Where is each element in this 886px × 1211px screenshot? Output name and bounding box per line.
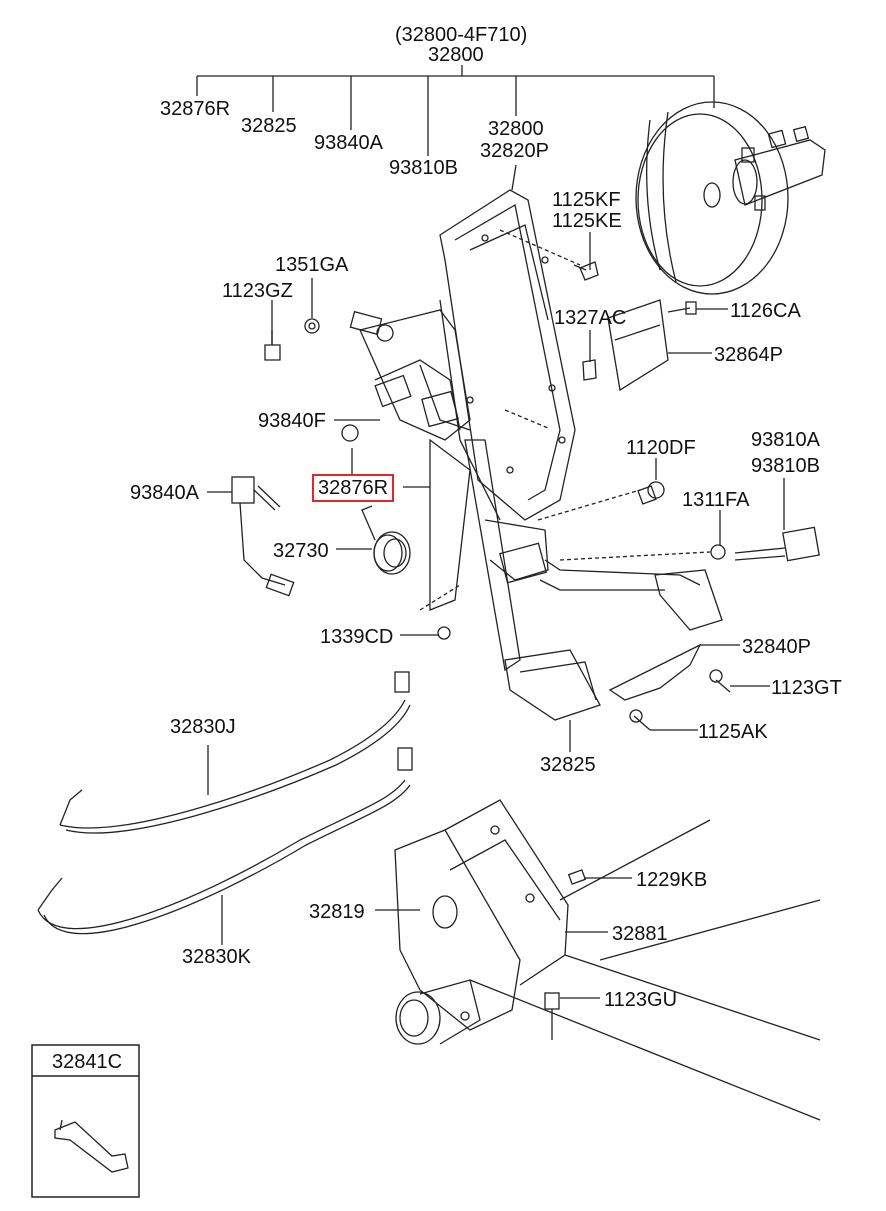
part-label-32819[interactable]: 32819 [309,901,365,923]
part-label-1351ga[interactable]: 1351GA [275,254,349,276]
part-label-1126ca[interactable]: 1126CA [730,300,801,322]
highlighted-part-label-32876r[interactable]: 32876R [312,474,395,502]
part-label-32730[interactable]: 32730 [273,540,329,562]
part-label-32820p[interactable]: 32820P [480,140,549,162]
lower-bracket [394,799,821,1121]
inset-part-label-32841c[interactable]: 32841C [52,1051,123,1073]
part-label-1339cd[interactable]: 1339CD [320,626,394,648]
return-spring [361,505,411,575]
part-label-1120df[interactable]: 1120DF [626,437,696,459]
part-label-93810b-right[interactable]: 93810B [751,455,820,477]
part-label-1327ac[interactable]: 1327AC [554,307,627,329]
assembly-code-label: (32800-4F710) [395,24,528,46]
part-label-1123gu[interactable]: 1123GU [604,989,678,1011]
brake-booster [635,101,826,295]
brake-pedal [464,439,601,721]
part-label-32864p[interactable]: 32864P [714,344,783,366]
part-label-93810b-top[interactable]: 93810B [389,157,458,179]
cables [37,671,413,935]
sensor-93840a [231,476,295,597]
leader-lines [207,164,785,999]
assembly-number-label: 32800 [428,44,484,66]
part-label-93810a[interactable]: 93810A [751,429,820,451]
part-label-1123gz[interactable]: 1123GZ [222,280,293,302]
part-label-1125ke[interactable]: 1125KE [552,210,622,232]
part-label-32876r-top[interactable]: 32876R [160,98,231,120]
inset-box [31,1044,140,1198]
part-label-93840f[interactable]: 93840F [258,410,326,432]
part-label-1229kb[interactable]: 1229KB [636,869,708,891]
part-label-32825-bottom[interactable]: 32825 [540,754,596,776]
part-label-32825-top[interactable]: 32825 [241,115,297,137]
part-label-93840a-left[interactable]: 93840A [130,482,199,504]
part-label-32830k[interactable]: 32830K [182,946,251,968]
part-label-32830j[interactable]: 32830J [170,716,236,738]
part-label-1125kf[interactable]: 1125KF [552,189,621,211]
pedal-bracket [349,189,576,611]
part-label-32840p[interactable]: 32840P [742,636,811,658]
part-label-1311fa[interactable]: 1311FA [682,489,750,511]
sensor-93810 [710,526,820,562]
part-label-1125ak[interactable]: 1125AK [698,721,768,743]
part-label-93840a-top[interactable]: 93840A [314,132,383,154]
right-pedal [539,559,723,631]
top-leader-tree [196,65,715,156]
part-label-1123gt[interactable]: 1123GT [771,677,842,699]
part-label-32800[interactable]: 32800 [488,118,544,140]
part-label-32881[interactable]: 32881 [612,923,668,945]
